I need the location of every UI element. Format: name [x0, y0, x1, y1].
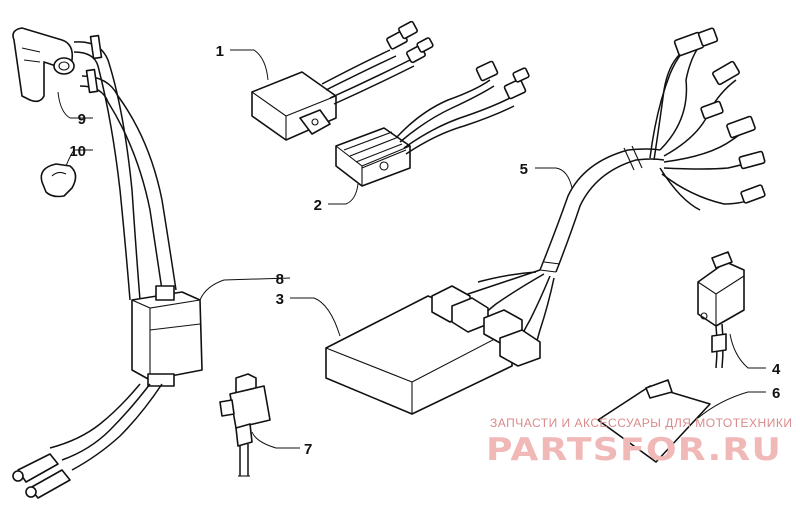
callout-6: 6 — [772, 385, 780, 402]
callout-labels: 1 2 3 4 5 6 7 8 9 10 — [69, 43, 781, 458]
callout-3: 3 — [276, 291, 284, 308]
watermark-caption: ЗАПЧАСТИ И АКСЕССУАРЫ ДЛЯ МОТОТЕХНИКИ — [490, 416, 792, 430]
ignition-coil — [131, 285, 203, 387]
wiring-harness — [539, 27, 766, 273]
relay — [697, 251, 745, 369]
voltage-regulator — [335, 127, 411, 187]
callout-8: 8 — [276, 271, 284, 288]
ignition-leads — [73, 34, 177, 301]
callout-10: 10 — [69, 143, 86, 160]
callout-1: 1 — [216, 43, 224, 60]
callout-5: 5 — [520, 161, 528, 178]
coil-wires — [12, 383, 163, 499]
sensor-valve — [219, 373, 271, 477]
callout-2: 2 — [314, 197, 322, 214]
cdi-wires — [321, 20, 434, 105]
ecu-module — [325, 285, 541, 415]
cdi-box — [251, 71, 337, 141]
callout-7: 7 — [304, 441, 312, 458]
regulator-wires — [395, 60, 530, 155]
watermark-logo: PARTSFOR.RU — [486, 432, 782, 468]
callout-4: 4 — [772, 361, 781, 378]
leader-lines — [57, 49, 766, 449]
watermark: ЗАПЧАСТИ И АКСЕССУАРЫ ДЛЯ МОТОТЕХНИКИ PA… — [486, 416, 792, 468]
spark-plug-cap — [12, 27, 75, 103]
decal-plate — [597, 379, 711, 463]
callout-9: 9 — [78, 111, 86, 128]
clip — [40, 163, 77, 198]
